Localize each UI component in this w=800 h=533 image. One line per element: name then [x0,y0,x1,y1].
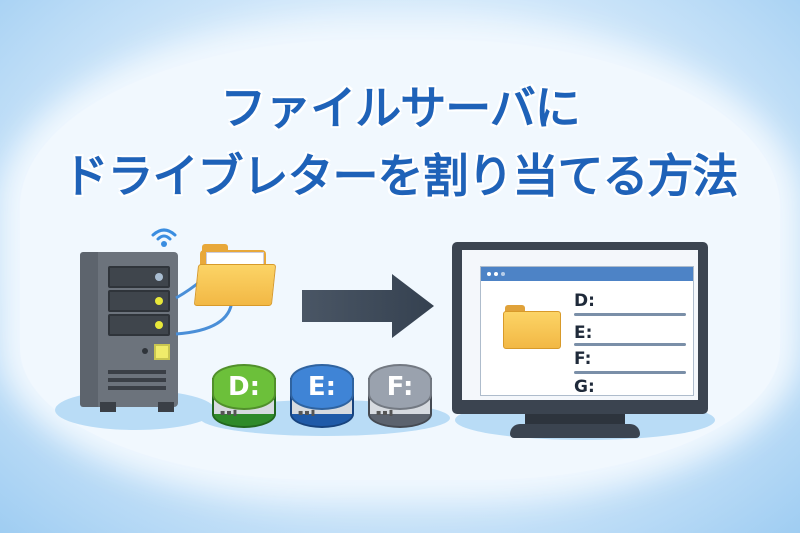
drive-d-icon: ▪▪▮ D: [212,364,278,432]
monitor-base [510,424,640,438]
title-line-2: ドライブレターを割り当てる方法 [62,149,739,203]
monitor-neck [525,412,625,426]
title-line-1: ファイルサーバに [220,81,581,135]
drive-e-icon: ▪▪▮ E: [290,364,356,432]
wifi-icon [150,226,178,256]
drive-label: D: [212,364,276,410]
open-folder-icon [193,244,277,306]
explorer-window: D: E: F: G: [480,266,694,397]
divider [574,371,686,374]
drive-f-icon: ▪▪▮ F: [368,364,434,432]
window-titlebar [481,267,693,281]
drive-list-item: F: [574,349,592,369]
divider [574,343,686,346]
monitor-icon: D: E: F: G: [452,242,708,414]
drive-label: E: [290,364,354,410]
drive-list-item: G: [574,377,595,397]
right-arrow-icon [302,274,434,338]
divider [574,313,686,316]
server-tower-icon [80,242,180,412]
drive-label: F: [368,364,432,410]
monitor-screen: D: E: F: G: [462,250,698,400]
drive-list-item: D: [574,291,595,311]
folder-icon [503,305,561,349]
drive-list-item: E: [574,323,593,343]
